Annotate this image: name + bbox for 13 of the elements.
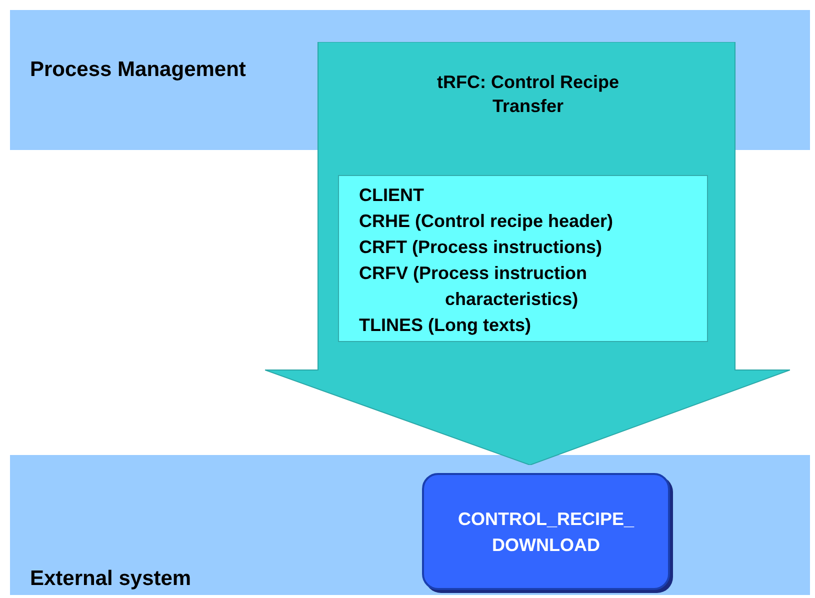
- arrow-title: tRFC: Control Recipe Transfer: [436, 71, 620, 118]
- process-box: [422, 473, 670, 590]
- band-label: External system: [30, 567, 192, 591]
- box-label: CONTROL_RECIPE_ DOWNLOAD: [456, 508, 636, 556]
- list-item: CRFT (Process instructions): [359, 236, 604, 259]
- arrow-shape: [265, 42, 790, 465]
- band-background: [10, 455, 810, 595]
- list-panel: [338, 175, 708, 342]
- list-item: CRHE (Control recipe header): [359, 210, 614, 233]
- band-label: Process Management: [30, 58, 246, 82]
- list-item: CLIENT: [359, 184, 425, 207]
- list-item: TLINES (Long texts): [359, 314, 532, 337]
- list-item: CRFV (Process instruction characteristics): [359, 262, 588, 311]
